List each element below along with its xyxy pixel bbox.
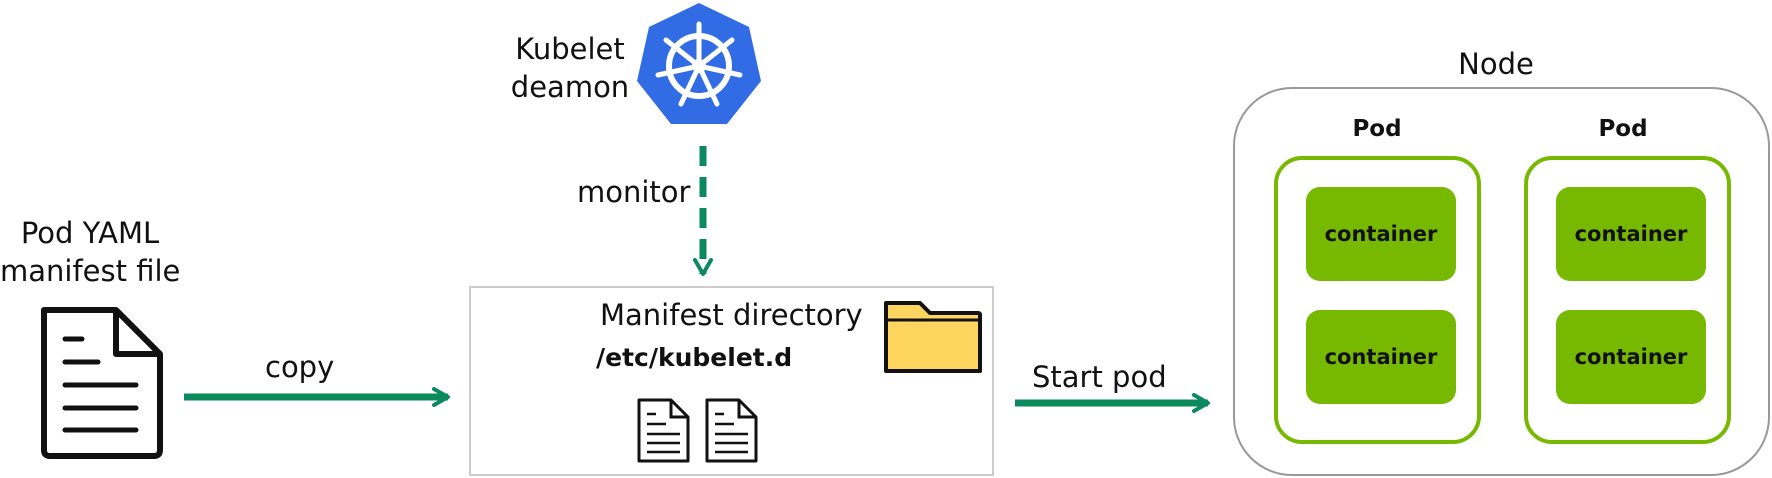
folder-icon: [884, 301, 982, 373]
container-box: container: [1556, 310, 1706, 404]
kubelet-daemon-label: Kubelet deamon: [490, 30, 650, 106]
document-icon: [637, 398, 690, 463]
copy-label: copy: [265, 350, 335, 384]
container-box: container: [1306, 310, 1456, 404]
container-label: container: [1324, 345, 1438, 369]
node-title: Node: [1458, 47, 1534, 81]
pod-title: Pod: [1598, 116, 1648, 142]
container-label: container: [1574, 222, 1688, 246]
container-box: container: [1556, 187, 1706, 281]
monitor-label: monitor: [577, 175, 691, 209]
start-pod-label: Start pod: [1032, 360, 1167, 394]
kubelet-daemon-label-line2: deamon: [510, 70, 630, 104]
manifest-directory-path: /etc/kubelet.d: [596, 343, 793, 372]
kubelet-daemon-label-line1: Kubelet: [515, 32, 625, 66]
document-icon: [705, 398, 758, 463]
pod-title: Pod: [1352, 116, 1402, 142]
manifest-directory-title: Manifest directory: [600, 298, 863, 332]
source-file-label-line2: manifest file: [0, 254, 181, 288]
container-box: container: [1306, 187, 1456, 281]
kubernetes-helm-icon: [637, 3, 761, 124]
document-icon: [41, 307, 163, 459]
source-file-label: Pod YAML manifest file: [0, 214, 180, 290]
container-label: container: [1324, 222, 1438, 246]
container-label: container: [1574, 345, 1688, 369]
source-file-label-line1: Pod YAML: [20, 216, 160, 250]
